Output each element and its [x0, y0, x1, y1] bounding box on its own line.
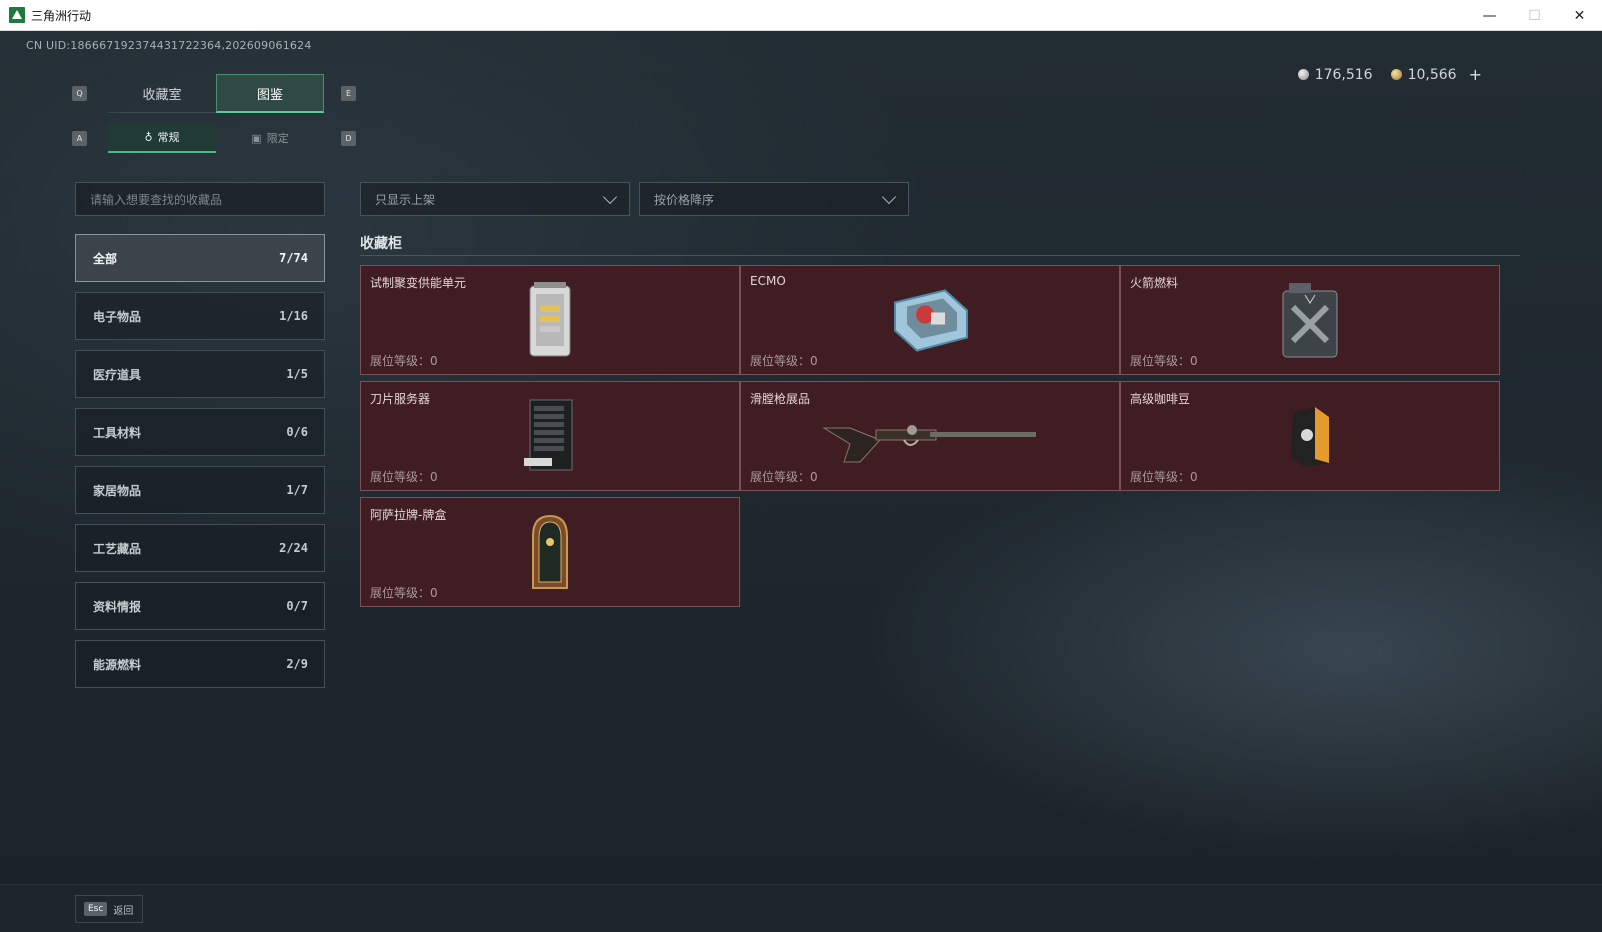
category-count: 7/74: [279, 251, 308, 265]
musket-icon: [822, 425, 1036, 463]
subtab-regular[interactable]: ♁ 常规: [108, 123, 216, 153]
key-a-badge: A: [72, 131, 87, 146]
close-button[interactable]: ✕: [1573, 7, 1586, 24]
collection-card[interactable]: 滑膛枪展品 展位等级：0: [740, 381, 1120, 491]
category-label: 全部: [93, 251, 118, 266]
collection-card[interactable]: ECMO 展位等级：0: [740, 265, 1120, 375]
back-button[interactable]: Esc 返回: [75, 895, 143, 923]
collection-card[interactable]: 刀片服务器 展位等级：0: [360, 381, 740, 491]
item-name: 刀片服务器: [370, 392, 431, 406]
blade-server-icon: [524, 399, 573, 471]
category-list: 全部 7/74 电子物品 1/16 医疗道具 1/5 工具材料 0/6 家居物品…: [75, 234, 325, 698]
item-level: 展位等级：0: [370, 354, 438, 368]
item-name: ECMO: [750, 274, 786, 288]
item-level: 展位等级：0: [750, 354, 818, 368]
category-item-medical[interactable]: 医疗道具 1/5: [75, 350, 325, 398]
category-label: 医疗道具: [93, 367, 142, 382]
sub-tabs: ♁ 常规 ▣ 限定: [108, 123, 324, 153]
gold-coin-icon: [1390, 69, 1402, 80]
category-label: 工艺藏品: [93, 541, 142, 556]
main-area: CN UID:1866671923744317223​64,2026090616…: [0, 31, 1602, 884]
item-level: 展位等级：0: [1130, 354, 1198, 368]
category-count: 1/7: [286, 483, 308, 497]
maximize-button[interactable]: ☐: [1528, 7, 1541, 24]
subtab-limited[interactable]: ▣ 限定: [216, 123, 324, 153]
silver-currency: 176,516: [1297, 66, 1373, 83]
key-e-badge: E: [341, 86, 356, 101]
category-count: 2/24: [279, 541, 308, 555]
item-level: 展位等级：0: [1130, 470, 1198, 484]
category-label: 家居物品: [93, 483, 142, 498]
category-count: 1/16: [279, 309, 308, 323]
category-item-household[interactable]: 家居物品 1/7: [75, 466, 325, 514]
filter-dropdown[interactable]: 只显示上架: [360, 182, 630, 216]
tab-catalog[interactable]: 图鉴: [216, 74, 324, 113]
window-title: 三角洲行动: [31, 8, 92, 23]
category-item-tools[interactable]: 工具材料 0/6: [75, 408, 325, 456]
main-tabs: 收藏室 图鉴: [108, 74, 324, 113]
chevron-down-icon: [602, 189, 618, 205]
collection-card[interactable]: 阿萨拉牌-牌盒 展位等级：0: [360, 497, 740, 607]
currency-bar: 176,516 10,566 +: [1297, 65, 1482, 84]
category-count: 2/9: [286, 657, 308, 671]
sort-dropdown-label: 按价格降序: [654, 192, 715, 207]
collection-card[interactable]: 火箭燃料 展位等级：0: [1120, 265, 1500, 375]
item-level: 展位等级：0: [370, 586, 438, 600]
item-name: 火箭燃料: [1130, 276, 1179, 290]
fuel-canister-icon: [1282, 283, 1338, 358]
category-count: 1/5: [286, 367, 308, 381]
app-logo-icon: [9, 7, 25, 23]
esc-key-badge: Esc: [84, 902, 108, 916]
item-level: 展位等级：0: [370, 470, 438, 484]
section-divider: [360, 255, 1520, 256]
regular-icon: ♁: [144, 130, 153, 144]
gold-amount: 10,566: [1407, 66, 1457, 83]
category-item-all[interactable]: 全部 7/74: [75, 234, 325, 282]
fusion-unit-icon: [529, 282, 571, 357]
item-level: 展位等级：0: [750, 470, 818, 484]
window-titlebar: 三角洲行动 — ☐ ✕: [0, 0, 1602, 31]
category-label: 电子物品: [93, 309, 142, 324]
sort-dropdown[interactable]: 按价格降序: [639, 182, 909, 216]
uid-label: CN UID:1866671923744317223​64,2026090616…: [26, 39, 312, 52]
subtab-limited-label: 限定: [266, 132, 289, 145]
minimize-button[interactable]: —: [1482, 7, 1497, 24]
key-d-badge: D: [341, 131, 356, 146]
item-name: 高级咖啡豆: [1130, 392, 1191, 406]
coffee-bag-icon: [1291, 407, 1329, 467]
category-label: 资料情报: [93, 599, 142, 614]
card-box-icon: [532, 514, 568, 589]
category-label: 工具材料: [93, 425, 142, 440]
category-item-crafts[interactable]: 工艺藏品 2/24: [75, 524, 325, 572]
gold-currency: 10,566 +: [1390, 65, 1482, 84]
footer-bar: Esc 返回: [0, 884, 1602, 932]
collection-card[interactable]: 高级咖啡豆 展位等级：0: [1120, 381, 1500, 491]
category-item-energy[interactable]: 能源燃料 2/9: [75, 640, 325, 688]
category-count: 0/6: [286, 425, 308, 439]
section-title: 收藏柜: [360, 236, 402, 252]
add-currency-button[interactable]: +: [1468, 65, 1482, 84]
item-name: 滑膛枪展品: [750, 392, 811, 406]
silver-amount: 176,516: [1314, 66, 1373, 83]
category-item-intel[interactable]: 资料情报 0/7: [75, 582, 325, 630]
category-item-electronics[interactable]: 电子物品 1/16: [75, 292, 325, 340]
search-input[interactable]: 请输入想要查找的收藏品: [75, 182, 325, 216]
tab-collection-room[interactable]: 收藏室: [108, 74, 216, 113]
category-count: 0/7: [286, 599, 308, 613]
subtab-regular-label: 常规: [157, 131, 180, 144]
key-q-badge: Q: [72, 86, 87, 101]
silver-coin-icon: [1297, 69, 1309, 80]
limited-icon: ▣: [251, 131, 262, 145]
item-name: 试制聚变供能单元: [370, 276, 467, 290]
collection-card[interactable]: 试制聚变供能单元 展位等级：0: [360, 265, 740, 375]
ecmo-machine-icon: [894, 289, 968, 352]
chevron-down-icon: [881, 189, 897, 205]
category-label: 能源燃料: [93, 657, 142, 672]
item-name: 阿萨拉牌-牌盒: [370, 508, 447, 522]
filter-dropdown-label: 只显示上架: [375, 192, 436, 207]
window-controls: — ☐ ✕: [1467, 0, 1602, 31]
back-label: 返回: [113, 905, 134, 917]
